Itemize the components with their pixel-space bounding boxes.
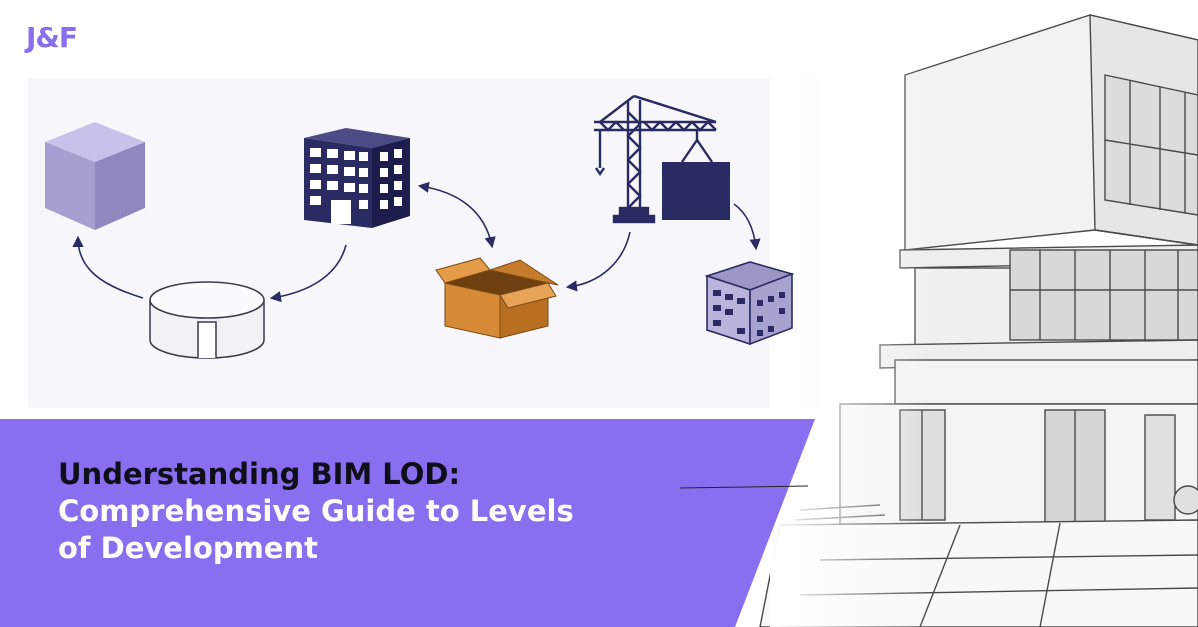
crane-load-block	[662, 162, 730, 220]
arrow-cylinder-building	[269, 244, 347, 303]
title-line-3: of Development	[58, 531, 318, 565]
lavender-cube-icon	[45, 122, 145, 230]
cylinder-icon	[149, 281, 265, 359]
flow-arrows	[72, 181, 761, 303]
title-line-1: Understanding BIM LOD:	[58, 457, 461, 491]
detailed-cube-building-icon	[704, 261, 795, 346]
arrow-cylinder-to-cube	[72, 235, 144, 299]
office-building-icon	[304, 128, 410, 228]
tower-crane-icon	[594, 94, 717, 224]
arrow-box-crane	[565, 231, 631, 292]
arrow-crane-cube	[733, 203, 761, 251]
brand-logo: J&F	[26, 21, 78, 54]
page-title: Understanding BIM LOD: Comprehensive Gui…	[58, 456, 738, 567]
diagram-background	[28, 78, 818, 408]
arrow-building-box	[417, 181, 496, 249]
cardboard-box-icon	[435, 257, 559, 339]
banner-divider	[679, 485, 809, 489]
title-line-2: Comprehensive Guide to Levels	[58, 494, 574, 528]
house-fade	[770, 0, 930, 627]
title-banner	[0, 419, 815, 627]
